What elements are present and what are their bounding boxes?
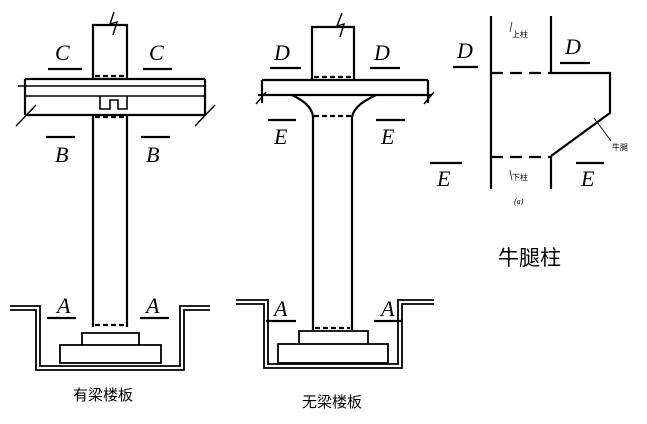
section-label-e-right-3: E xyxy=(580,166,595,191)
lower-column-label: 下柱 xyxy=(512,172,528,182)
section-label-b-left: B xyxy=(55,142,68,167)
flat-slab-column-figure xyxy=(236,12,435,369)
section-label-c-right: C xyxy=(149,40,164,65)
corbel-label: 牛腿 xyxy=(612,142,628,152)
section-label-d-left: D xyxy=(273,40,290,65)
section-label-a-left: A xyxy=(55,293,71,318)
section-label-a-right-2: A xyxy=(379,296,395,321)
section-label-a-right: A xyxy=(144,293,160,318)
section-label-d-right: D xyxy=(373,40,390,65)
upper-column-label: 上柱 xyxy=(512,29,528,39)
caption-flat-slab: 无梁楼板 xyxy=(302,393,362,411)
section-label-d-right-3: D xyxy=(564,34,581,59)
caption-beam-slab: 有梁楼板 xyxy=(73,386,133,404)
beam-slab-column-figure xyxy=(10,11,216,371)
section-label-c-left: C xyxy=(55,40,70,65)
corbel-column-figure xyxy=(430,16,612,189)
section-label-e-right: E xyxy=(380,124,395,149)
subfigure-label: (a) xyxy=(514,197,524,206)
caption-corbel-column: 牛腿柱 xyxy=(498,246,561,270)
section-label-a-left-2: A xyxy=(272,296,288,321)
section-label-b-right: B xyxy=(146,142,159,167)
section-label-d-left-3: D xyxy=(456,38,473,63)
section-label-e-left: E xyxy=(273,124,288,149)
section-label-e-left-3: E xyxy=(436,166,451,191)
